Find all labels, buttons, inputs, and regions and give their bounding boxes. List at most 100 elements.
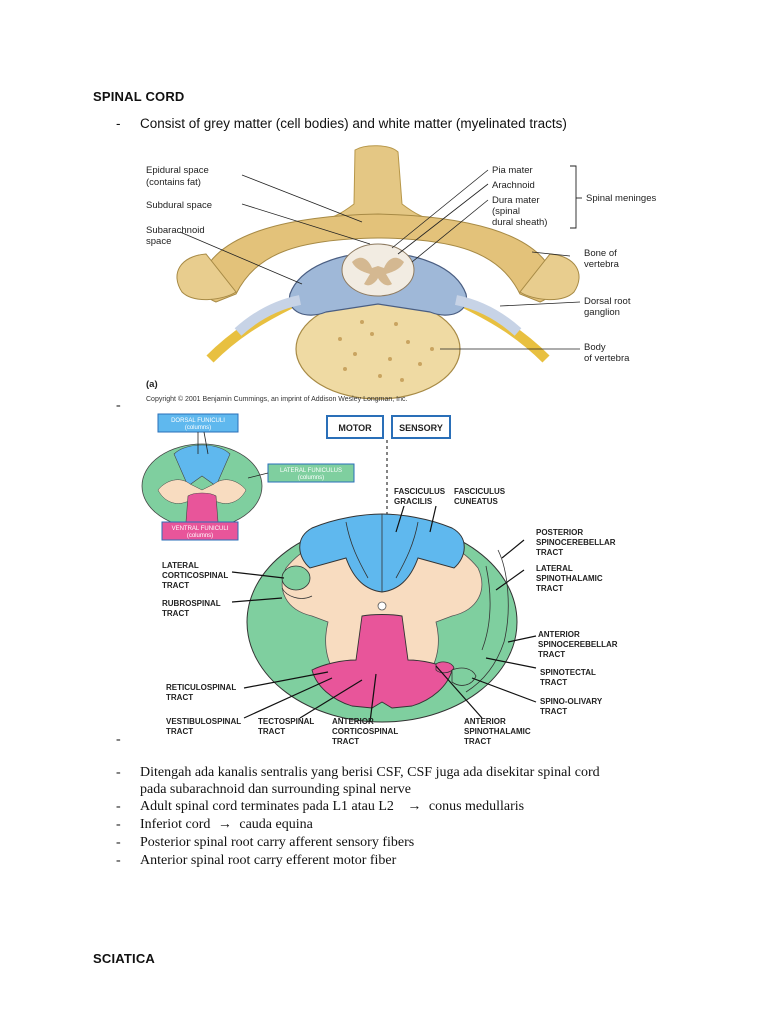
label-reticulospinal-2: TRACT (166, 693, 193, 702)
intro-dash: - (116, 116, 121, 131)
label-dorsal-root: Dorsal root (584, 296, 631, 307)
label-posterior-spinocerebellar-1: POSTERIOR (536, 528, 583, 537)
label-lateral-spinothalamic-3: TRACT (536, 584, 563, 593)
label-of-vertebra: of vertebra (584, 353, 630, 364)
list-item: - Posterior spinal root carry afferent s… (116, 834, 676, 852)
label-fasciculus-gracilis-1: FASCICULUS (394, 487, 446, 496)
box-dorsal-funiculi-title: DORSAL FUNICULI (171, 418, 225, 424)
label-vertebra: vertebra (584, 259, 620, 270)
label-fasciculus-cuneatus-1: FASCICULUS (454, 487, 506, 496)
sensory-label: SENSORY (399, 423, 443, 433)
panel-letter-a: (a) (146, 379, 158, 390)
motor-box (326, 415, 384, 439)
transverse-process-right (519, 253, 580, 300)
label-tectospinal-1: TECTOSPINAL (258, 717, 314, 726)
bullet-text: Posterior spinal root carry afferent sen… (140, 835, 415, 850)
vertebral-arch (199, 213, 557, 303)
label-spinotectal-2: TRACT (540, 678, 567, 687)
label-anterior-corticospinal-2: CORTICOSPINAL (332, 727, 398, 736)
box-lateral-funiculus-sub: (columns) (298, 475, 324, 481)
label-rubrospinal-2: TRACT (162, 609, 189, 618)
label-subarachnoid: Subarachnoid (146, 225, 205, 236)
bullet-text: Anterior spinal root carry efferent moto… (140, 853, 397, 868)
small-cord-overview (141, 443, 263, 529)
label-anterior-corticospinal-1: ANTERIOR (332, 717, 374, 726)
large-cord-section (246, 513, 518, 723)
label-anterior-spinothalamic-2: SPINOTHALAMIC (464, 727, 531, 736)
label-spino-olivary-2: TRACT (540, 707, 567, 716)
bullet-tail: conus medullaris (428, 799, 525, 814)
label-bone-of: Bone of (584, 248, 617, 259)
bullet-text: Adult spinal cord terminates pada L1 ata… (140, 799, 394, 814)
label-rubrospinal-1: RUBROSPINAL (162, 599, 221, 608)
label-anterior-spinocerebellar-1: ANTERIOR (538, 630, 580, 639)
label-pia-mater: Pia mater (492, 165, 533, 176)
dash-after-figure-a: - (116, 398, 121, 413)
label-anterior-spinothalamic-1: ANTERIOR (464, 717, 506, 726)
label-lateral-spinothalamic-2: SPINOTHALAMIC (536, 574, 603, 583)
box-ventral-funiculi (161, 521, 239, 541)
dural-sleeve-left (234, 295, 302, 336)
label-ganglion: ganglion (584, 307, 620, 318)
box-ventral-funiculi-title: VENTRAL FUNICULI (172, 526, 229, 532)
label-body: Body (584, 342, 606, 353)
intro-text: Consist of grey matter (cell bodies) and… (140, 116, 567, 131)
bullet-dash: - (116, 765, 121, 780)
label-lateral-corticospinal-1: LATERAL (162, 561, 199, 570)
label-fasciculus-cuneatus-2: CUNEATUS (454, 497, 499, 506)
list-item: - Ditengah ada kanalis sentralis yang be… (116, 764, 676, 798)
list-item: - Inferiot cord → cauda equina (116, 816, 676, 834)
section-heading-sciatica: SCIATICA (93, 951, 156, 966)
bullet-dash: - (116, 799, 121, 814)
figure-copyright: Copyright © 2001 Benjamin Cummings, an i… (146, 395, 407, 403)
label-reticulospinal-1: RETICULOSPINAL (166, 683, 236, 692)
label-anterior-spinothalamic-3: TRACT (464, 737, 491, 746)
label-subdural-space: Subdural space (146, 200, 212, 211)
label-spinotectal-1: SPINOTECTAL (540, 668, 596, 677)
spinal-nerve-right (463, 299, 550, 363)
transverse-process-left (176, 253, 237, 300)
label-posterior-spinocerebellar-3: TRACT (536, 548, 563, 557)
label-lateral-corticospinal-3: TRACT (162, 581, 189, 590)
section-heading-spinal-cord: SPINAL CORD (93, 89, 185, 104)
dash-after-figure-b: - (116, 732, 121, 747)
box-ventral-funiculi-sub: (columns) (187, 533, 213, 539)
label-lateral-spinothalamic-1: LATERAL (536, 564, 573, 573)
label-dural-sheath: dural sheath) (492, 217, 547, 228)
bullet-dash: - (116, 817, 121, 832)
label-space: space (146, 236, 171, 247)
arrow-right-icon: → (217, 817, 232, 832)
bullet-text-line: pada subarachnoid dan surrounding spinal… (140, 782, 411, 797)
label-posterior-spinocerebellar-2: SPINOCEREBELLAR (536, 538, 616, 547)
label-fasciculus-gracilis-2: GRACILIS (394, 497, 433, 506)
label-lateral-corticospinal-2: CORTICOSPINAL (162, 571, 228, 580)
label-anterior-corticospinal-3: TRACT (332, 737, 359, 746)
label-vestibulospinal-1: VESTIBULOSPINAL (166, 717, 241, 726)
dural-sleeve-right (454, 295, 522, 336)
grey-matter-butterfly (352, 257, 404, 286)
figure-a-vertebra-illustration: Epidural space (contains fat) Subdural s… (146, 145, 656, 403)
label-anterior-spinocerebellar-2: SPINOCEREBELLAR (538, 640, 618, 649)
arrow-right-icon: → (407, 799, 422, 814)
label-anterior-spinocerebellar-3: TRACT (538, 650, 565, 659)
bullet-text: Inferiot cord (140, 817, 211, 832)
bullet-text-line: Ditengah ada kanalis sentralis yang beri… (140, 765, 600, 780)
spinal-nerve-left (206, 299, 293, 363)
box-lateral-funiculus-title: LATERAL FUNICULUS (280, 468, 342, 474)
figure-b-spinal-tracts: DORSAL FUNICULI (columns) LATERAL FUNICU… (141, 413, 618, 746)
label-spino-olivary-1: SPINO-OLIVARY (540, 697, 603, 706)
label-tectospinal-2: TRACT (258, 727, 285, 736)
motor-label: MOTOR (338, 423, 372, 433)
box-dorsal-funiculi-sub: (columns) (185, 425, 211, 431)
bullet-tail: cauda equina (239, 817, 313, 832)
label-dura-mater: Dura mater (492, 195, 540, 206)
list-item: - Anterior spinal root carry efferent mo… (116, 852, 676, 870)
bullet-dash: - (116, 853, 121, 868)
label-spinal-meninges: Spinal meninges (586, 193, 656, 204)
list-item: - Adult spinal cord terminates pada L1 a… (116, 798, 676, 816)
bullet-list: - Ditengah ada kanalis sentralis yang be… (116, 764, 676, 870)
label-contains-fat: (contains fat) (146, 177, 201, 188)
label-epidural-space: Epidural space (146, 165, 209, 176)
label-spinal: (spinal (492, 206, 520, 217)
bullet-dash: - (116, 835, 121, 850)
